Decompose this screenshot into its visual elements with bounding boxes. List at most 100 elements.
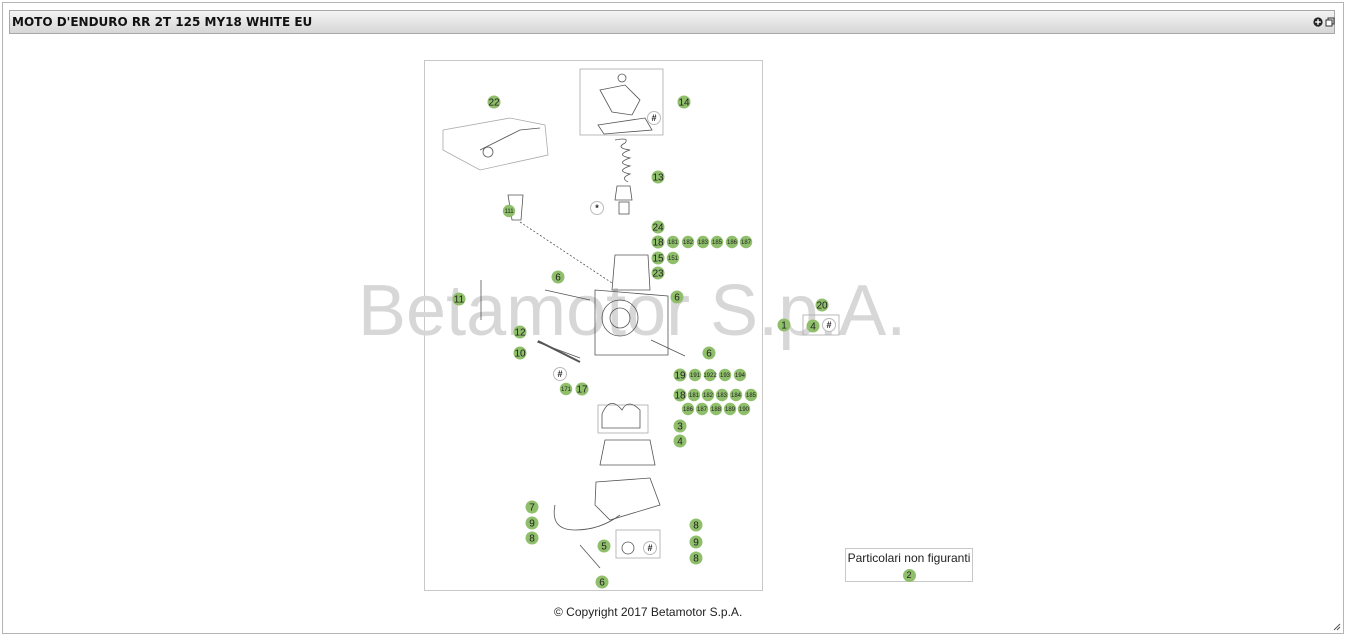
callout-badge[interactable]: 11 [452,292,466,306]
callout-badge[interactable]: 184 [729,388,743,402]
callout-circle [737,402,751,416]
callout-number: 6 [706,349,712,360]
callout-circle [670,290,684,304]
callout-number: 19 [674,371,686,382]
callout-badge[interactable]: 22 [487,95,501,109]
callout-badge[interactable]: 4 [806,319,820,333]
callout-circle [666,251,680,265]
parts-not-shown-box: Particolari non figuranti 2 [845,548,973,582]
callout-circle [651,251,665,265]
callout-number: 181 [689,393,700,399]
callout-circle [806,319,820,333]
callout-circle [551,270,565,284]
hash-mark[interactable]: # [557,369,562,379]
callout-badge[interactable]: 4 [673,434,687,448]
callout-circle [575,382,589,396]
callout-badge[interactable]: 186 [725,235,739,249]
callout-circle [739,235,753,249]
callout-badge[interactable]: 187 [695,402,709,416]
callout-badge[interactable]: 194 [733,368,747,382]
callout-badge[interactable]: 5 [597,539,611,553]
callout-badge[interactable]: 1922 [703,368,717,382]
callout-number: 5 [601,542,607,553]
callout-badge[interactable]: 6 [551,270,565,284]
callout-badge[interactable]: 187 [739,235,753,249]
callout-badge[interactable]: 23 [651,266,665,280]
callout-badge[interactable]: 190 [737,402,751,416]
callout-circle [696,235,710,249]
callout-badge[interactable]: 181 [687,388,701,402]
callout-badge[interactable]: 24 [651,220,665,234]
callout-badge[interactable]: 193 [718,368,732,382]
callout-badge[interactable]: 6 [670,290,684,304]
callout-circle [733,368,747,382]
callout-badge[interactable]: 3 [673,419,687,433]
callout-number: 186 [683,407,694,413]
callout-circle [513,346,527,360]
callout-badge[interactable]: 171 [559,382,573,396]
callout-number: 183 [698,240,709,246]
callout-badge[interactable]: 8 [689,551,703,565]
callout-circle [513,325,527,339]
callout-badge[interactable]: 191 [688,368,702,382]
callout-badge[interactable]: 7 [525,500,539,514]
callout-badge[interactable]: 151 [666,251,680,265]
parts-not-shown-label: Particolari non figuranti [847,551,971,565]
hash-mark[interactable]: # [651,113,656,123]
callout-number: 13 [652,173,664,184]
callout-number: 186 [727,240,738,246]
asterisk-mark[interactable]: * [595,203,599,213]
callout-badge[interactable]: 12 [513,325,527,339]
callout-badge[interactable]: 111 [502,204,516,218]
callout-badge[interactable]: 20 [815,298,829,312]
callout-badge[interactable]: 1 [777,318,791,332]
callout-badge[interactable]: 9 [689,535,703,549]
callout-circle [651,266,665,280]
reference-marks: # # # # * [553,111,836,555]
parts-not-shown-badge[interactable]: 2 [902,569,916,582]
callout-badge[interactable]: 18 [673,388,687,402]
callout-badge[interactable]: 188 [709,402,723,416]
callout-badge[interactable]: 8 [689,518,703,532]
popout-icon[interactable] [1325,17,1335,27]
callout-badge[interactable]: 14 [677,95,691,109]
callout-number: 190 [739,407,750,413]
callout-badge[interactable]: 185 [744,388,758,402]
callout-circle [687,388,701,402]
resize-handle-icon[interactable] [1333,623,1341,631]
callout-badge[interactable]: 183 [715,388,729,402]
callout-badge[interactable]: 15 [651,251,665,265]
callout-badge[interactable]: 181 [666,235,680,249]
callout-badge[interactable]: 186 [681,402,695,416]
callout-number: 8 [529,534,535,545]
callout-circle [725,235,739,249]
callout-circle [559,382,573,396]
callout-number: 15 [652,254,664,265]
callout-circle [502,204,516,218]
callout-badge[interactable]: 19 [673,368,687,382]
callout-badge[interactable]: 18 [651,235,665,249]
plus-circle-icon[interactable] [1313,17,1323,27]
callout-badge[interactable]: 17 [575,382,589,396]
callout-badge[interactable]: 8 [525,531,539,545]
callout-badge[interactable]: 185 [710,235,724,249]
callout-circle [651,235,665,249]
hash-mark[interactable]: # [826,320,831,330]
callout-number: 185 [712,240,723,246]
callout-number: 4 [810,322,816,333]
callout-badge[interactable]: 182 [701,388,715,402]
callout-badge[interactable]: 9 [525,516,539,530]
callout-badge[interactable]: 10 [513,346,527,360]
callout-number: 4 [677,437,683,448]
callout-badge[interactable]: 6 [595,575,609,589]
hash-mark[interactable]: # [647,543,652,553]
callout-circle [525,516,539,530]
callout-number: 20 [816,301,828,312]
callout-badge[interactable]: 189 [723,402,737,416]
callout-badge[interactable]: 13 [651,170,665,184]
callout-badge[interactable]: 183 [696,235,710,249]
callout-badge[interactable]: 182 [681,235,695,249]
callout-number: 6 [555,273,561,284]
callout-badge[interactable]: 6 [702,346,716,360]
